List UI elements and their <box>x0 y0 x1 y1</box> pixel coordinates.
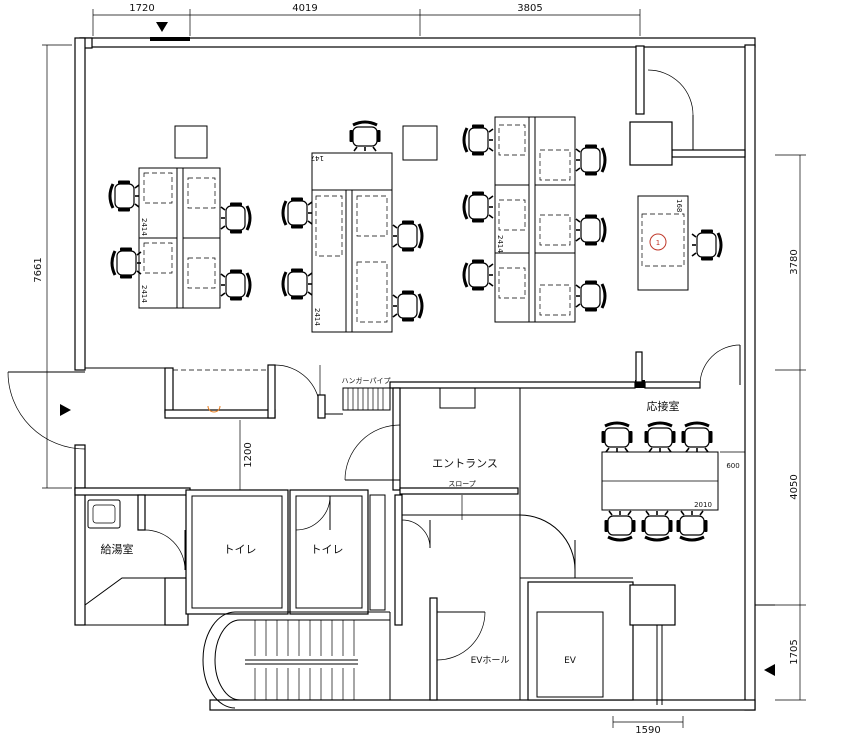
top-dimension: 1720 4019 3805 <box>92 3 641 36</box>
ev-hall: EVホール <box>429 597 521 701</box>
desk-top-label: 147 <box>311 154 324 162</box>
partition-wall <box>389 381 636 389</box>
slope-label: スロープ <box>448 480 476 488</box>
desk-group-middle: 147 2414 <box>311 152 393 333</box>
chair <box>640 509 674 542</box>
chair <box>108 179 141 213</box>
meeting-table-depth: 600 <box>726 462 739 470</box>
chair <box>219 268 252 302</box>
meeting-table-length: 2010 <box>694 501 712 509</box>
desk-group-left: 2414 2414 <box>138 167 221 309</box>
reception-label: 応接室 <box>647 399 680 413</box>
desk-number: 1 <box>656 239 660 247</box>
elevator: EV <box>527 581 634 701</box>
chair <box>391 219 424 253</box>
reception-room: 応接室 600 2010 <box>601 399 745 511</box>
ev-hall-label: EVホール <box>471 655 510 666</box>
desk-length-label: 2414 <box>313 308 321 326</box>
chair <box>462 190 495 224</box>
entrance-room: エントランス <box>344 387 521 600</box>
chair <box>574 213 607 247</box>
chair <box>643 421 677 454</box>
corridor-cabinet <box>369 494 431 626</box>
corridor-width: 1200 <box>239 420 254 490</box>
shaft-box <box>629 584 775 705</box>
desk-number-marker <box>649 233 667 251</box>
chair <box>680 421 714 454</box>
hanger-pipe: ハンガーパイプ <box>342 376 391 411</box>
toilet-2: トイレ <box>289 489 369 615</box>
toilet-1-label: トイレ <box>224 543 257 556</box>
chair <box>600 421 634 454</box>
dimension-top-3: 3805 <box>517 3 542 14</box>
kitchenette-label: 給湯室 <box>101 542 134 556</box>
entrance-label: エントランス <box>432 457 498 470</box>
toilet-2-label: トイレ <box>311 543 344 556</box>
slope: スロープ <box>400 480 576 578</box>
office-lower-partition <box>85 364 343 419</box>
top-right-room <box>629 45 746 166</box>
chair <box>219 201 252 235</box>
square-pillar-middle <box>402 125 438 161</box>
hanger-pipe-label: ハンガーパイプ <box>342 376 391 385</box>
chair <box>110 246 143 280</box>
entry-marker-top-icon <box>156 22 168 32</box>
chair <box>574 143 607 177</box>
chair <box>281 196 314 230</box>
right-dimension: 3780 4050 1705 <box>775 154 806 701</box>
chair <box>281 267 314 301</box>
square-pillar-left <box>174 125 208 159</box>
toilet-1: トイレ <box>185 489 289 615</box>
entry-marker-right-icon <box>764 664 775 676</box>
dimension-left: 7661 <box>33 257 44 282</box>
chair <box>690 228 723 262</box>
left-entrance-door <box>7 371 86 450</box>
chair <box>574 279 607 313</box>
corridor-width-label: 1200 <box>243 442 254 467</box>
reception-door <box>699 344 741 386</box>
chair <box>462 258 495 292</box>
chair <box>675 509 709 542</box>
dimension-lines: 1720 4019 3805 7661 3780 4050 1705 1590 <box>33 3 806 736</box>
kitchenette: 給湯室 <box>74 487 191 626</box>
dimension-top-1: 1720 <box>129 3 154 14</box>
dimension-right-3: 1705 <box>789 639 800 664</box>
chair <box>348 120 382 153</box>
desk-length-label: 2414 <box>140 218 148 236</box>
entry-marker-left-icon <box>60 404 71 416</box>
left-dimension: 7661 <box>33 44 72 489</box>
partition-wall <box>644 381 701 389</box>
chair <box>603 509 637 542</box>
chair <box>462 123 495 157</box>
sink <box>87 499 121 529</box>
column <box>629 121 673 166</box>
ev-label: EV <box>564 656 577 666</box>
column <box>635 380 645 388</box>
partition-wall <box>635 351 643 383</box>
dimension-bottom: 1590 <box>635 725 660 736</box>
desk-length-label: 2414 <box>496 235 504 253</box>
staircase <box>202 611 391 709</box>
bottom-dimension: 1590 <box>612 716 684 736</box>
dimension-right-2: 4050 <box>789 474 800 499</box>
chair <box>391 289 424 323</box>
desk-length-label: 2414 <box>140 285 148 303</box>
desk-group-right: 2414 <box>494 116 576 323</box>
desk-single-right: 1 168 <box>637 195 689 291</box>
dimension-right-1: 3780 <box>789 249 800 274</box>
desk-right-label: 168 <box>675 199 683 212</box>
dimension-top-2: 4019 <box>292 3 317 14</box>
